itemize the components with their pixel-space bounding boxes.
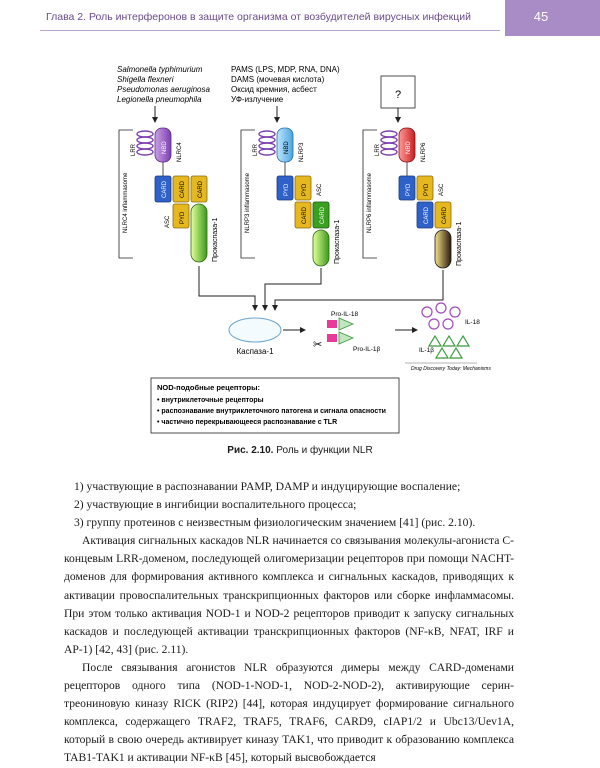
procaspase-1-body-a — [190, 203, 208, 263]
card-domain-1a — [154, 175, 172, 203]
info-box-title: NOD-подобные рецепторы: — [157, 383, 260, 392]
pyd-label-1: PYD — [180, 211, 186, 224]
input-signal-3: Оксид кремния, асбест — [231, 85, 317, 94]
unknown-ligand-box — [380, 75, 416, 109]
pyd-domain-2b — [294, 175, 312, 201]
card-label-2a: CARD — [302, 206, 308, 224]
left-inputs: Salmonella typhimurium Shigella flexneri… — [117, 65, 211, 104]
nlrc4-side-label: NLRC4 inflammasome — [123, 172, 129, 233]
nlrc4-label: NLRC4 — [177, 142, 183, 162]
card-domain-3a — [416, 201, 434, 229]
nlrp6-label: NLRP6 — [421, 142, 427, 162]
pro-il18-label: Pro-IL-18 — [331, 311, 358, 318]
nlrp3-inflammasome: NLRP3 inflammasome LRR NBD NLRP3 PYD PYD… — [240, 127, 341, 267]
middle-inputs: PAMS (LPS, MDP, RNA, DNA) DAMS (мочевая … — [231, 65, 340, 104]
lrr-coil-2 — [258, 130, 276, 156]
nlrc4-inflammasome: NLRC4 inflammasome LRR NBD NLRC4 CARD CA… — [118, 127, 219, 263]
caption-number: Рис. 2.10. — [227, 445, 274, 456]
il1b-label: IL-1β — [419, 347, 434, 354]
pro-il1b-head — [327, 334, 337, 342]
asc-label-2: ASC — [317, 183, 323, 196]
pyd-domain-3b — [416, 175, 434, 201]
page-number-tab: 45 — [505, 0, 600, 36]
procaspase-label-2: Прокаспаза-1 — [334, 220, 341, 264]
pyd-label-2b: PYD — [302, 183, 308, 196]
input-pathogen-4: Legionella pneumophila — [117, 95, 202, 104]
card-domain-1b — [172, 175, 190, 203]
il18-circles — [421, 302, 461, 330]
pyd-domain-3a — [398, 175, 416, 201]
procaspase-label-1: Прокаспаза-1 — [212, 218, 219, 262]
card-domain-1c — [190, 175, 208, 203]
page-header: Глава 2. Роль интерферонов в защите орга… — [0, 0, 600, 36]
pro-il1b-label: Pro-IL-1β — [353, 346, 380, 353]
input-signal-4: УФ-излучение — [231, 95, 284, 104]
card-label-3a: CARD — [424, 206, 430, 224]
asc-label-3: ASC — [439, 183, 445, 196]
nlrp3-side-label: NLRP3 inflammasome — [245, 172, 251, 233]
pro-il18-tail — [338, 317, 355, 331]
paragraph: Активация сигнальных каскадов NLR начина… — [64, 534, 514, 656]
card-domain-2b — [312, 201, 330, 229]
lrr-coil-3 — [380, 130, 398, 156]
input-pathogen-3: Pseudomonas aeruginosa — [117, 85, 211, 94]
pyd-label-3b: PYD — [424, 183, 430, 196]
lrr-label-3: LRR — [375, 143, 381, 156]
pyd-domain-1 — [172, 203, 190, 229]
nlrp6-inflammasome: NLRP6 inflammasome LRR NBD NLRP6 PYD PYD… — [362, 127, 463, 269]
header-rule — [40, 30, 500, 31]
nlr-info-box — [150, 377, 400, 434]
nlrp6-side-label: NLRP6 inflammasome — [367, 172, 373, 233]
info-box-item-1: • внутриклеточные рецепторы — [157, 397, 264, 404]
card-domain-2a — [294, 201, 312, 229]
lrr-label-1: LRR — [131, 143, 137, 156]
card-label-1a: CARD — [162, 180, 168, 198]
page-number: 45 — [533, 9, 549, 24]
input-pathogen-1: Salmonella typhimurium — [117, 65, 203, 74]
figure-source: Drug Discovery Today: Mechanisms — [411, 366, 491, 372]
procaspase-label-3: Прокаспаза-1 — [456, 222, 463, 266]
pyd-label-3a: PYD — [406, 183, 412, 196]
info-box-item-3: • частично перекрывающееся распознавание… — [157, 419, 337, 426]
card-domain-3b — [434, 201, 452, 229]
nlr-diagram: Salmonella typhimurium Shigella flexneri… — [117, 65, 491, 434]
lrr-label-2: LRR — [253, 143, 259, 156]
list-item: 2) участвующие в ингибиции воспалительно… — [74, 498, 357, 512]
list-item: 1) участвующие в распознавании PAMP, DAM… — [74, 480, 461, 493]
nbd-label-1: NBD — [162, 141, 168, 154]
pyd-domain-2a — [276, 175, 294, 201]
scissors-icon: ✂ — [313, 339, 322, 351]
pro-il18-head — [327, 320, 337, 328]
figure-nlr: Salmonella typhimurium Shigella flexneri… — [105, 58, 525, 438]
paragraph: После связывания агонистов NLR образуютс… — [64, 660, 514, 765]
input-signal-1: PAMS (LPS, MDP, RNA, DNA) — [231, 65, 340, 74]
card-label-2b: CARD — [320, 206, 326, 224]
info-box-item-2: • распознавание внутриклеточного патоген… — [157, 408, 386, 415]
chapter-title: Глава 2. Роль интерферонов в защите орга… — [46, 11, 471, 23]
body-text: 1) участвующие в распознавании PAMP, DAM… — [64, 478, 514, 768]
card-label-1c: CARD — [198, 180, 204, 198]
il1b-triangles — [427, 334, 471, 359]
caption-text: Роль и функции NLR — [276, 445, 373, 456]
input-signal-2: DAMS (мочевая кислота) — [231, 75, 325, 84]
nlrp3-label: NLRP3 — [299, 142, 305, 162]
asc-label-1: ASC — [165, 215, 171, 228]
card-label-1b: CARD — [180, 180, 186, 198]
unknown-ligand-mark: ? — [395, 89, 401, 101]
input-pathogen-2: Shigella flexneri — [117, 75, 174, 84]
caspase-1-label: Каспаза-1 — [236, 347, 274, 356]
figure-caption: Рис. 2.10. Роль и функции NLR — [0, 445, 600, 456]
nbd-label-3: NBD — [406, 141, 412, 154]
pro-il1b-tail — [338, 331, 355, 345]
nbd-label-2: NBD — [284, 141, 290, 154]
list-item: 3) группу протеинов с неизвестным физиол… — [74, 516, 476, 530]
procaspase-2-body — [312, 229, 330, 267]
procaspase-3-body — [434, 229, 452, 269]
il18-label: IL-18 — [465, 319, 480, 326]
lrr-coil-1 — [136, 130, 154, 156]
pyd-label-2a: PYD — [284, 183, 290, 196]
caspase-1-shape — [228, 317, 282, 343]
card-label-3b: CARD — [442, 206, 448, 224]
